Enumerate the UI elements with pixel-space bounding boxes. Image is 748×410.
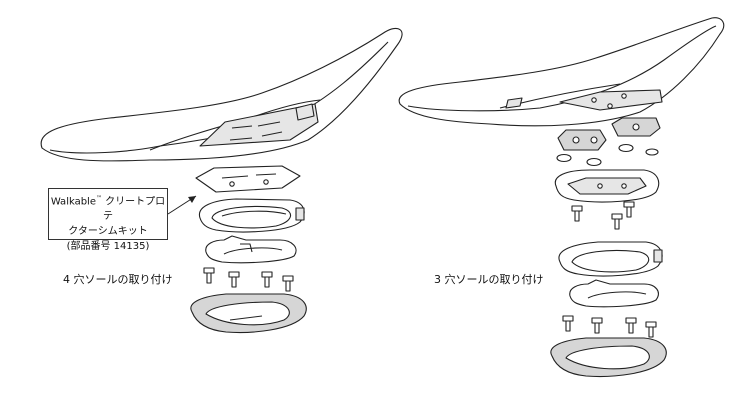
callout-line-3: (部品番号 14135)	[66, 241, 150, 253]
right-lower-screws	[562, 315, 657, 338]
right-washers	[556, 143, 659, 167]
left-cleat-body	[198, 198, 305, 233]
right-base-plate	[569, 279, 659, 308]
left-base-plate	[205, 235, 297, 264]
left-shoe-sole	[40, 27, 403, 162]
callout-line-2: クターシムキット	[68, 226, 148, 238]
callout-brand: Walkable	[50, 196, 96, 208]
callout-line-1-rest: クリートプロテ	[102, 196, 166, 223]
left-cleat-cover	[190, 293, 307, 333]
walkable-kit-callout: Walkable™ クリートプロテ クターシムキット (部品番号 14135)	[48, 188, 168, 252]
right-cleat-body	[558, 241, 663, 277]
right-adapter-body	[554, 169, 660, 203]
left-protector-plate	[195, 165, 301, 193]
four-hole-caption: 4 穴ソールの取り付け	[63, 273, 173, 286]
right-upper-screws	[571, 201, 635, 230]
right-cleat-cover	[550, 337, 667, 377]
three-hole-caption: 3 穴ソールの取り付け	[434, 273, 544, 286]
right-shoe-sole	[398, 17, 725, 127]
right-adapter-plates	[557, 117, 661, 151]
left-screws	[203, 267, 294, 292]
callout-line-1: Walkable™ クリートプロテ	[49, 191, 167, 224]
callout-trademark: ™	[96, 195, 102, 202]
